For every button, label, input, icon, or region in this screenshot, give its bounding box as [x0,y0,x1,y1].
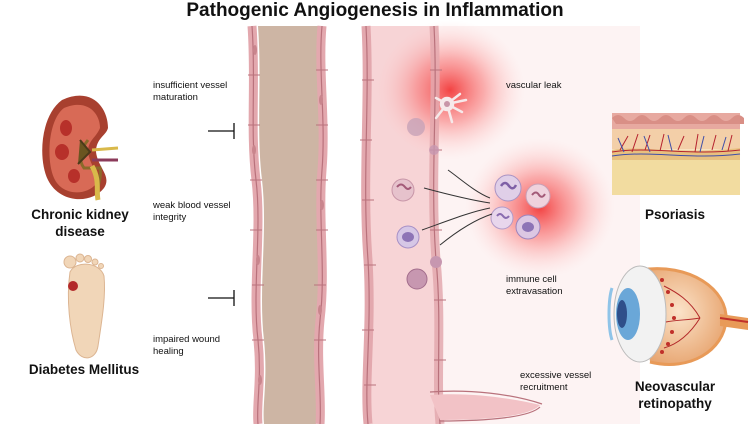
disease-chronic-kidney: Chronic kidney disease [31,207,129,239]
label-immune-cell-extravasation: immune cell extravasation [506,274,563,297]
page-title: Pathogenic Angiogenesis in Inflammation [186,0,564,21]
label-vascular-leak: vascular leak [506,80,562,91]
kidney-illustration [42,95,119,201]
weak-vessel [247,25,328,424]
label-insufficient-vessel-maturation: insufficient vessel maturation [153,80,228,103]
eye-illustration [607,265,749,366]
inhibition-marker [208,123,235,306]
disease-psoriasis: Psoriasis [644,207,706,222]
immune-cells [391,92,551,290]
label-excessive-vessel-recruitment: excessive vessel recruitment [520,370,592,393]
label-weak-blood-vessel-integrity: weak blood vessel integrity [153,200,231,223]
skin-illustration [611,113,744,195]
disease-neovascular-retinopathy: Neovascular retinopathy [634,379,716,411]
disease-diabetes-mellitus: Diabetes Mellitus [28,362,140,377]
label-impaired-wound-healing: impaired wound healing [153,334,221,357]
foot-illustration [63,253,106,359]
